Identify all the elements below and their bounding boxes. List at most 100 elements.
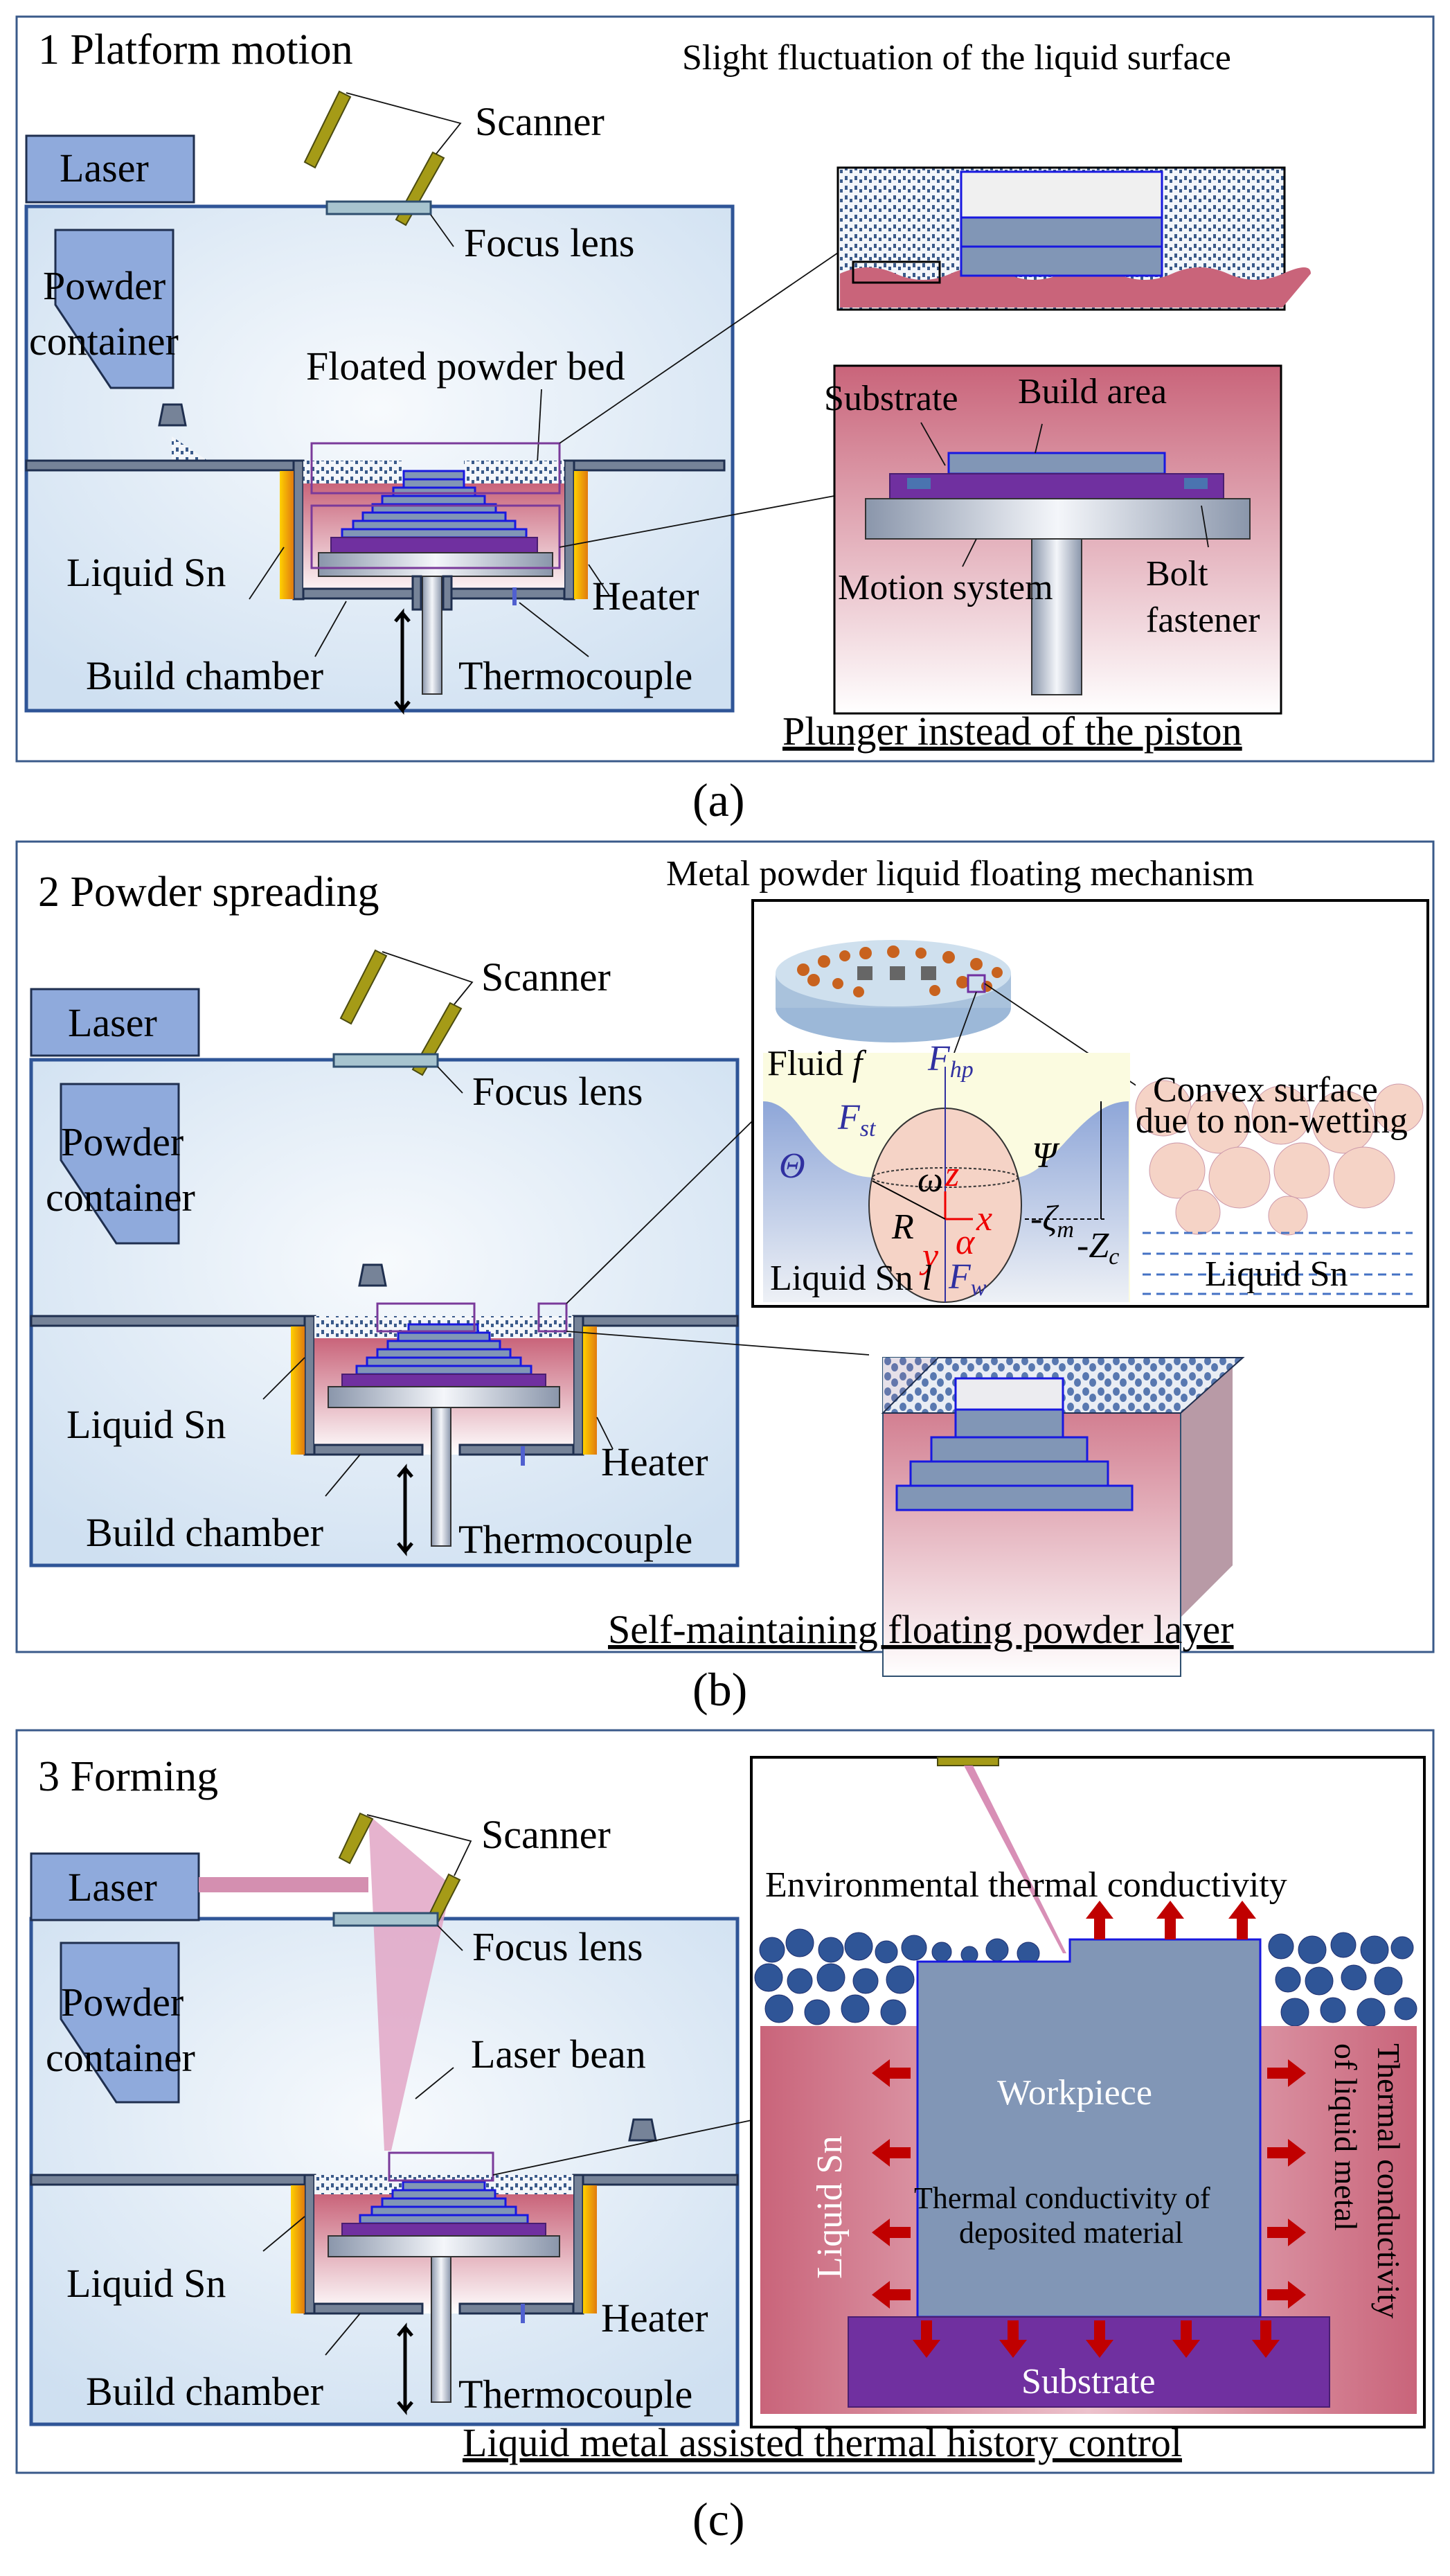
- inset-liquid-surface: [836, 166, 1311, 311]
- heater-left: [280, 471, 294, 599]
- floated-powder-bed-label: Floated powder bed: [306, 344, 625, 389]
- powder-container-label-1: Powder: [61, 1119, 184, 1164]
- laser-box: [30, 988, 200, 1057]
- powder-container-label-2: container: [46, 1175, 195, 1220]
- zc-label: -Zc: [1077, 1226, 1119, 1270]
- deposited-conductivity-label-1: Thermal conductivity of: [914, 2181, 1210, 2215]
- highlight-platform: [310, 504, 561, 569]
- y-axis-label: y: [919, 1236, 939, 1276]
- liquid-metal-conductivity-label-2: of liquid metal: [1328, 2043, 1363, 2231]
- plunger-heading: Plunger instead of the piston: [782, 709, 1242, 754]
- panel-c: 3 Forming Laser Scanner Focus lens Powde…: [15, 1729, 1435, 2546]
- laser-beam-label: Laser bean: [471, 2032, 646, 2077]
- laser-label: Laser: [60, 145, 149, 190]
- powder-container: [54, 229, 174, 389]
- panel-a: 1 Platform motion Laser Scanner Focus le…: [15, 15, 1435, 826]
- focus-lens-label: Focus lens: [472, 1924, 643, 1969]
- laser-label: Laser: [68, 1000, 157, 1045]
- caption-c: (c): [692, 2493, 744, 2546]
- liquid-sn-label: Liquid Sn: [66, 2261, 226, 2306]
- vertical-motion-arrow: [394, 608, 411, 715]
- panel-b: 2 Powder spreading Laser Scanner Focus l…: [15, 840, 1435, 1716]
- omega-label: ω: [918, 1160, 943, 1200]
- heater-right: [574, 471, 588, 599]
- environmental-conductivity-label: Environmental thermal conductivity: [765, 1865, 1287, 1905]
- scanner-label: Scanner: [481, 954, 611, 1000]
- heater-label: Heater: [592, 574, 699, 619]
- focus-lens: [332, 1912, 439, 1927]
- caption-a: (a): [692, 774, 744, 826]
- scanner-mirror-1: [303, 90, 352, 169]
- powder-container-label-1: Powder: [43, 263, 165, 308]
- caption-b: (b): [692, 1663, 747, 1716]
- scanner-mirror-1: [338, 1812, 374, 1865]
- vertical-motion-arrow: [397, 2322, 413, 2415]
- build-steps: [341, 470, 528, 539]
- psi-label: Ψ: [1032, 1136, 1060, 1175]
- laser-beam-horizontal: [199, 1877, 368, 1892]
- panel-c-title: 3 Forming: [38, 1753, 218, 1800]
- powder-container-label-2: container: [29, 319, 179, 364]
- heat-flow-arrows: [872, 1901, 1306, 2358]
- build-steps: [359, 2180, 529, 2225]
- panel-b-title: 2 Powder spreading: [38, 869, 379, 916]
- substrate-label: Substrate: [1021, 2362, 1156, 2401]
- powder-particles: [754, 1928, 1417, 2027]
- convex-label-2: due to non-wetting: [1136, 1101, 1408, 1141]
- focus-lens-label: Focus lens: [464, 220, 635, 265]
- powder-container: [60, 1942, 180, 2104]
- recoater-icon: [158, 403, 187, 427]
- mechanism-heading: Metal powder liquid floating mechanism: [666, 854, 1254, 894]
- floating-mechanism-inset: [751, 899, 1429, 1308]
- theta-label: Θ: [779, 1146, 805, 1186]
- scanner-mirror-1: [339, 949, 388, 1025]
- f-w-label: Fw: [948, 1257, 987, 1301]
- f-hp-label: Fhp: [927, 1039, 974, 1083]
- liquid-sn-vertical-label: Liquid Sn: [810, 2135, 850, 2279]
- focus-lens: [325, 200, 432, 215]
- thermocouple-label: Thermocouple: [458, 2372, 692, 2417]
- radius-label: R: [891, 1207, 914, 1247]
- deposited-conductivity-label-2: deposited material: [959, 2216, 1183, 2250]
- liquid-sn-label: Liquid Sn: [66, 1402, 226, 1447]
- workpiece: [916, 1938, 1262, 2318]
- heater-label: Heater: [601, 2295, 708, 2340]
- inset-substrate-label: Substrate: [824, 379, 958, 418]
- f-st-label: Fst: [837, 1098, 877, 1142]
- thermal-control-heading: Liquid metal assisted thermal history co…: [463, 2420, 1182, 2465]
- inset-top-title: Slight fluctuation of the liquid surface: [682, 38, 1231, 78]
- workpiece-label: Workpiece: [997, 2073, 1152, 2113]
- build-chamber-label: Build chamber: [86, 653, 323, 698]
- scanner-leader: [346, 92, 462, 154]
- laser-box: [25, 134, 195, 204]
- liquid-metal-conductivity-label-1: Thermal conductivity: [1371, 2043, 1406, 2318]
- scanner-label: Scanner: [475, 99, 605, 144]
- liquid-sn-label: Liquid Sn: [66, 550, 226, 595]
- inset-bolt-label-1: Bolt: [1146, 554, 1208, 594]
- build-chamber-label: Build chamber: [86, 1510, 323, 1555]
- self-maintaining-heading: Self-maintaining floating powder layer: [608, 1607, 1234, 1652]
- thermocouple-label: Thermocouple: [458, 1517, 692, 1562]
- convex-label-1: Convex surface: [1153, 1070, 1378, 1110]
- highlight-powder-bed: [310, 442, 561, 495]
- scanner-label: Scanner: [481, 1812, 611, 1857]
- liquid-sn-right-label: Liquid Sn: [1205, 1254, 1348, 1294]
- inset-plunger: [833, 364, 1282, 715]
- heater-label: Heater: [601, 1439, 708, 1484]
- panel-a-title: 1 Platform motion: [38, 26, 353, 73]
- thermal-history-inset: [750, 1756, 1426, 2428]
- laser-beam-path: [368, 1815, 451, 2151]
- focus-lens: [332, 1053, 439, 1068]
- alpha-label: α: [956, 1223, 976, 1262]
- floating-powder-block: [881, 1357, 1245, 1677]
- zeta-label: -ζm: [1030, 1199, 1074, 1243]
- inset-bolt-label-2: fastener: [1146, 601, 1260, 640]
- powder-container-label-1: Powder: [61, 1980, 184, 2025]
- recoater-icon: [628, 2118, 657, 2142]
- inset-build-area-label: Build area: [1018, 372, 1167, 411]
- focus-lens-label: Focus lens: [472, 1069, 643, 1114]
- plunger-rod: [422, 576, 442, 695]
- build-chamber-label: Build chamber: [86, 2369, 323, 2414]
- powder-container-label-2: container: [46, 2035, 195, 2080]
